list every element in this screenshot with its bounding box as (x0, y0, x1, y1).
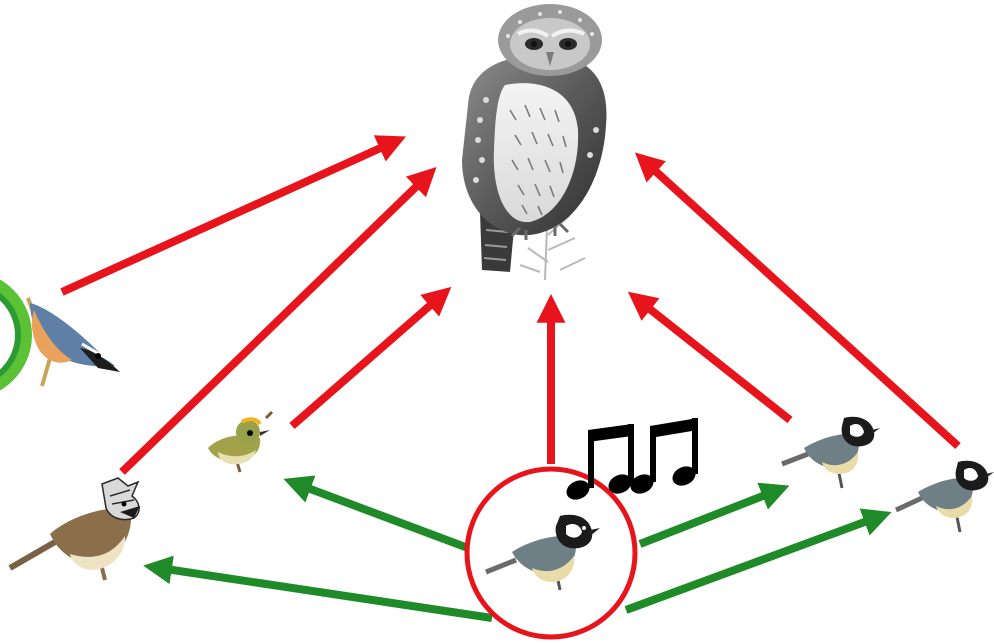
music-notes-icon (566, 418, 698, 500)
red-arrow-nuthatch-owl (60, 135, 406, 296)
nuthatch-icon (26, 297, 121, 387)
pygmy-owl-icon (462, 4, 607, 281)
highlight-circle (464, 466, 638, 640)
crested-tit-icon (8, 477, 140, 581)
green-arrows (143, 475, 892, 622)
coal-tit-icon (894, 460, 994, 533)
coal-tit-icon (781, 416, 880, 489)
green-arrow-center-right2 (624, 508, 892, 614)
green-arrow-center-crestedtit (143, 555, 493, 622)
coal-tit-icon (485, 514, 600, 591)
red-arrow-right2-owl (634, 152, 961, 449)
green-arrow-center-right1 (638, 482, 790, 548)
red-arrow-right1-owl (627, 291, 793, 424)
red-arrow-goldcrest-owl (289, 286, 452, 430)
red-arrows (60, 135, 961, 475)
goldcrest-icon (208, 410, 274, 473)
red-arrow-crestedtit-owl (119, 166, 437, 475)
green-arrow-center-goldcrest (283, 475, 470, 552)
green-ring-icon (0, 279, 32, 391)
